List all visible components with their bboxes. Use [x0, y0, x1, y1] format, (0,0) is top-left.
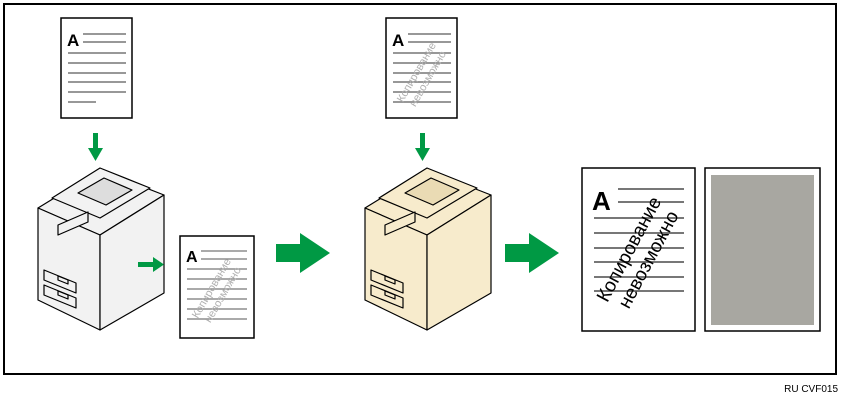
arrow-right-icon: [276, 233, 330, 273]
doc-letter: A: [392, 31, 404, 50]
arrow-right-small-icon: [138, 257, 164, 272]
copier-machine-other: [364, 167, 492, 331]
doc-letter: A: [67, 31, 79, 50]
arrow-down-icon: [415, 133, 430, 161]
figure-code: RU CVF015: [784, 384, 838, 395]
doc-letter: A: [186, 249, 198, 266]
arrow-right-icon: [505, 233, 559, 273]
result-document-watermark-visible: A Копирование невозможно: [581, 167, 696, 332]
copier-machine-plain: [37, 167, 165, 331]
embedded-copy-document: A Копирование невозможно: [179, 235, 255, 339]
result-document-grayed-out: [704, 167, 821, 332]
watermarked-original-document: A Копирование невозможно: [385, 17, 458, 119]
arrow-down-icon: [88, 133, 103, 161]
doc-letter: A: [592, 186, 611, 216]
original-document: A: [60, 17, 133, 119]
